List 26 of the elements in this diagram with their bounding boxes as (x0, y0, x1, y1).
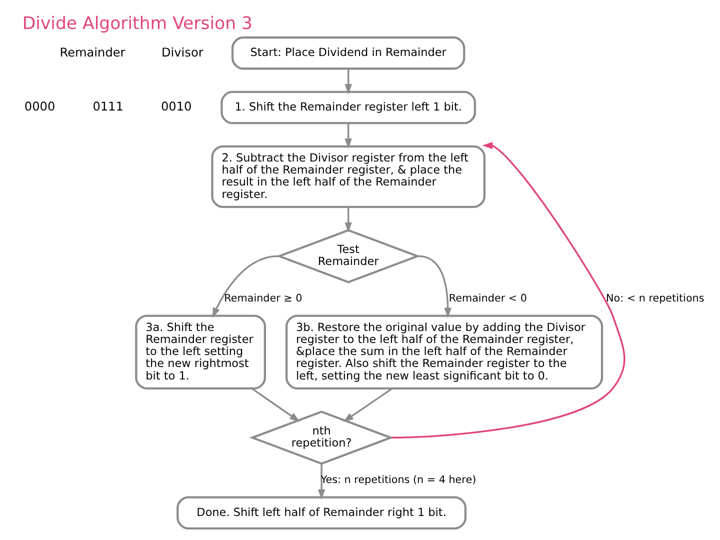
edge-label: No: < n repetitions (606, 292, 704, 305)
node-box: 1. Shift the Remainder register left 1 bit. (220, 90, 476, 124)
diagram-title: Divide Algorithm Version 3 (22, 14, 253, 34)
label: 0111 (92, 100, 124, 114)
arrow (392, 142, 626, 439)
arrow (418, 255, 452, 318)
edge-label: Yes: n repetitions (n = 4 here) (320, 474, 476, 486)
arrow (318, 464, 326, 500)
node-box: Start: Place Dividend in Remainder (231, 36, 466, 70)
arrow (344, 68, 352, 94)
node-box: Done. Shift left half of Remainder right 1 bit. (176, 496, 467, 530)
arrow (344, 206, 352, 233)
node-box: 2. Subtract the Divisor register from the left half of the Remainder register, & place the result in the left half of the Remainder register. (211, 145, 486, 208)
label: 0010 (160, 100, 192, 114)
node-diamond: Test Remainder (276, 229, 421, 284)
label: 0000 (24, 100, 56, 114)
arrow (212, 255, 278, 318)
node-box: 3b. Restore the original value by adding the Divisor register to the left half of the Remainder register, &place the sum in the left half of the Remainder register. Also shift the Remainder register to the left, setting the new least significant bit to 0. (285, 314, 604, 390)
edge-label: Remainder ≥ 0 (224, 292, 302, 305)
label: Divisor (161, 45, 204, 60)
arrow (251, 388, 300, 422)
arrow (343, 388, 393, 422)
edge-label: Remainder < 0 (448, 292, 527, 305)
arrow (344, 123, 352, 149)
label: Remainder (60, 45, 126, 60)
node-box: 3a. Shift the Remainder register to the left setting the new rightmost bit to 1. (135, 314, 266, 390)
